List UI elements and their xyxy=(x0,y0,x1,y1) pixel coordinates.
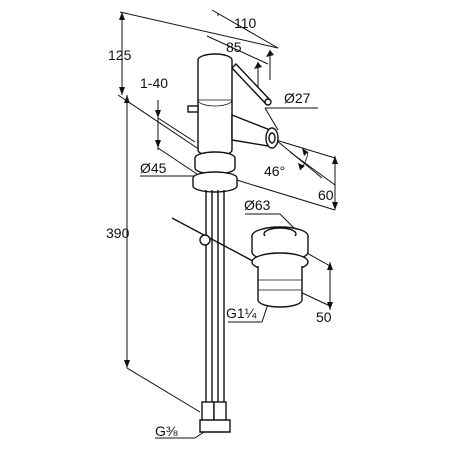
label-diameter-45: Ø45 xyxy=(140,160,167,176)
label-85: 85 xyxy=(226,39,242,55)
dimension-labels: 110 85 125 1-40 Ø27 46° Ø45 60 Ø63 390 G… xyxy=(106,15,334,439)
pop-up-waste xyxy=(251,226,309,308)
label-thread-g1-1-4: G1¼ xyxy=(226,305,257,321)
mixer-body xyxy=(187,53,279,193)
label-60: 60 xyxy=(318,187,334,203)
label-50: 50 xyxy=(316,309,332,325)
dimension-arrowheads xyxy=(119,12,338,368)
supply-hoses xyxy=(199,190,231,433)
label-110: 110 xyxy=(234,15,257,31)
pop-up-rod xyxy=(171,217,267,269)
label-angle-46: 46° xyxy=(264,163,285,179)
label-diameter-27: Ø27 xyxy=(284,90,311,106)
label-1-40: 1-40 xyxy=(140,75,168,91)
label-125: 125 xyxy=(108,47,132,63)
label-diameter-63: Ø63 xyxy=(244,197,271,213)
label-390: 390 xyxy=(106,225,130,241)
label-thread-g3-8: G⅜ xyxy=(155,423,178,439)
